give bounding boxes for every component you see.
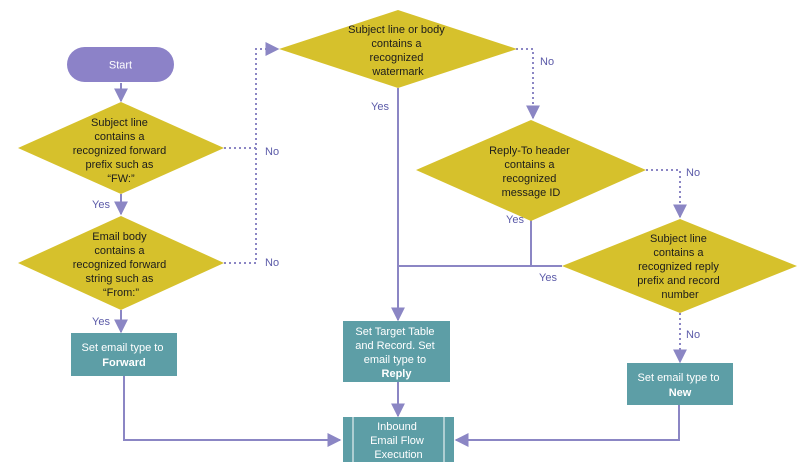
edge-forward-prefix-no xyxy=(224,42,280,149)
decision-forward-string: Email body contains a recognized forward… xyxy=(18,216,224,310)
process-new: Set email type to New xyxy=(627,363,733,405)
decision-reply-to: Reply-To header contains a recognized me… xyxy=(416,120,646,221)
new-line-1: Set email type to xyxy=(638,372,720,384)
label-no-watermark: No xyxy=(540,56,554,68)
svg-text:Reply-To header contains: Reply-To header contains a recognized me… xyxy=(489,145,573,199)
edge-watermark-no xyxy=(516,48,540,120)
reply-bold: Reply xyxy=(382,368,413,380)
label-no-forward-string: No xyxy=(265,257,279,269)
reply-to-line-2: contains a xyxy=(504,159,555,171)
forward-string-line-1: Email body xyxy=(92,231,147,243)
edge-new-to-inbound xyxy=(454,405,680,447)
forward-prefix-line-5: “FW:” xyxy=(107,173,135,185)
watermark-line-3: recognized xyxy=(370,52,424,64)
process-inbound: Inbound Email Flow Execution xyxy=(343,417,454,462)
edges xyxy=(114,83,680,447)
svg-text:Email body contains a: Email body contains a recognized forward… xyxy=(73,231,170,299)
watermark-line-2: contains a xyxy=(371,38,422,50)
reply-line-3: email type to xyxy=(364,354,426,366)
forward-string-line-2: contains a xyxy=(94,245,145,257)
svg-text:Inbound Email Flow: Inbound Email Flow Execution xyxy=(370,421,427,461)
svg-text:Subject line or body con: Subject line or body contains a recogniz… xyxy=(348,24,448,78)
start-node: Start xyxy=(67,47,174,82)
watermark-line-4: watermark xyxy=(371,66,424,78)
reply-prefix-line-4: prefix and record xyxy=(637,275,720,287)
label-yes-forward-prefix: Yes xyxy=(92,199,110,211)
edge-labels: Yes Yes No No Yes No Yes No Yes No xyxy=(92,56,700,341)
svg-text:Set email type to Forwar: Set email type to Forward xyxy=(82,342,167,369)
reply-prefix-line-3: recognized reply xyxy=(638,261,719,273)
reply-to-line-1: Reply-To header xyxy=(489,145,570,157)
svg-text:Set email type to New: Set email type to New xyxy=(638,372,723,399)
reply-to-line-3: recognized xyxy=(503,173,557,185)
dotted-edges xyxy=(224,42,687,364)
edge-forward-to-inbound xyxy=(123,376,342,447)
reply-line-2: and Record. Set xyxy=(355,340,435,352)
label-yes-forward-string: Yes xyxy=(92,316,110,328)
decision-forward-prefix: Subject line contains a recognized forwa… xyxy=(18,102,224,194)
new-bold: New xyxy=(669,387,692,399)
reply-prefix-line-2: contains a xyxy=(653,247,704,259)
inbound-line-2: Email Flow xyxy=(370,435,424,447)
edge-reply-to-no xyxy=(646,169,687,219)
reply-prefix-line-5: number xyxy=(661,289,699,301)
svg-text:Set Target Table and Rec: Set Target Table and Record. Set email t… xyxy=(355,326,438,380)
process-forward: Set email type to Forward xyxy=(71,333,177,376)
label-yes-reply-prefix: Yes xyxy=(539,272,557,284)
reply-to-line-4: message ID xyxy=(502,187,561,199)
forward-bold: Forward xyxy=(102,357,145,369)
svg-text:Subject line contains a: Subject line contains a recognized reply… xyxy=(637,233,723,301)
label-yes-reply-to: Yes xyxy=(506,214,524,226)
forward-string-line-4: string such as xyxy=(86,273,154,285)
forward-prefix-line-4: prefix such as xyxy=(86,159,154,171)
decision-watermark: Subject line or body contains a recogniz… xyxy=(279,10,517,88)
forward-prefix-line-2: contains a xyxy=(94,131,145,143)
forward-string-line-5: “From:” xyxy=(103,287,139,299)
label-no-reply-to: No xyxy=(686,167,700,179)
forward-prefix-line-3: recognized forward xyxy=(73,145,167,157)
forward-prefix-line-1: Subject line xyxy=(91,117,148,129)
forward-line-1: Set email type to xyxy=(82,342,164,354)
edge-forward-string-no xyxy=(224,148,257,264)
label-yes-watermark: Yes xyxy=(371,101,389,113)
decision-reply-prefix: Subject line contains a recognized reply… xyxy=(562,219,797,313)
label-no-forward-prefix: No xyxy=(265,146,279,158)
watermark-line-1: Subject line or body xyxy=(348,24,445,36)
reply-prefix-line-1: Subject line xyxy=(650,233,707,245)
start-label: Start xyxy=(109,60,132,72)
forward-string-line-3: recognized forward xyxy=(73,259,167,271)
svg-text:Subject line contains a: Subject line contains a recognized forwa… xyxy=(73,117,170,185)
reply-line-1: Set Target Table xyxy=(355,326,434,338)
label-no-reply-prefix: No xyxy=(686,329,700,341)
process-reply: Set Target Table and Record. Set email t… xyxy=(343,321,450,382)
inbound-line-1: Inbound xyxy=(377,421,417,433)
inbound-line-3: Execution xyxy=(374,449,422,461)
